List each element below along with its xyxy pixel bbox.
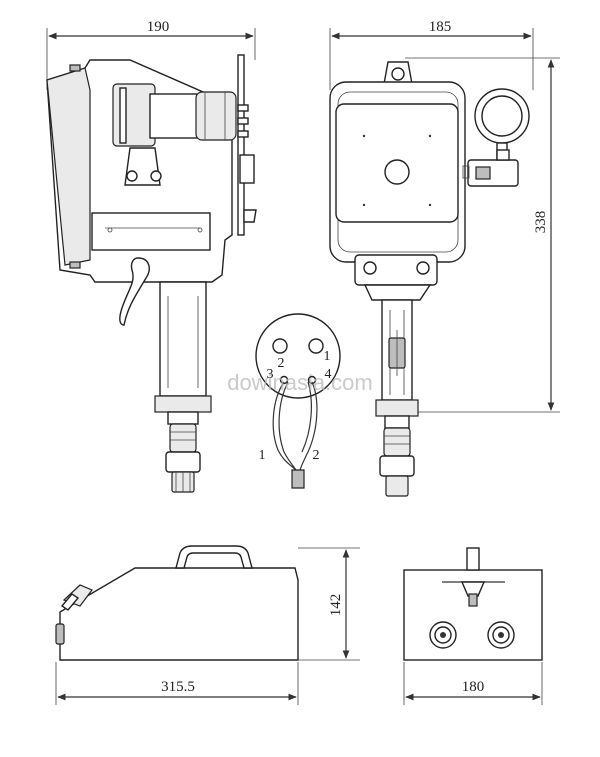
mounting-plate bbox=[237, 54, 245, 236]
pin-label-3: 3 bbox=[267, 367, 274, 382]
dimension-front-height: 338 bbox=[405, 57, 560, 413]
connector-face bbox=[255, 313, 341, 399]
connector-pin-diagram: 2 1 3 4 1 2 bbox=[255, 313, 341, 489]
control-box-body bbox=[59, 567, 299, 661]
cable-connector-side bbox=[165, 423, 201, 493]
carrying-handle bbox=[175, 545, 253, 569]
wire-sleeve bbox=[291, 469, 305, 489]
wire-label-1: 1 bbox=[259, 448, 266, 463]
pin-label-4: 4 bbox=[325, 367, 332, 382]
watermark: dowinasia.com bbox=[227, 370, 373, 395]
wire-right bbox=[299, 381, 318, 471]
dimension-box-width: 180 bbox=[403, 662, 543, 705]
dimension-front-width-label: 185 bbox=[429, 19, 452, 35]
cable-connector-front bbox=[379, 415, 415, 497]
wire-label-2: 2 bbox=[313, 448, 320, 463]
wire-left bbox=[272, 381, 297, 471]
dimension-box-height-label: 142 bbox=[328, 594, 344, 617]
sight-ring bbox=[462, 88, 530, 187]
dimension-box-width-label: 180 bbox=[462, 679, 485, 695]
pin-hole-3 bbox=[279, 375, 289, 385]
side-view: 190 bbox=[46, 19, 257, 493]
dimension-front-height-label: 338 bbox=[533, 211, 549, 234]
bnc-socket-left bbox=[429, 621, 457, 649]
pin-hole-2 bbox=[272, 338, 288, 354]
front-lens bbox=[384, 159, 410, 185]
side-socket bbox=[55, 623, 65, 645]
dimension-box-length-label: 315.5 bbox=[161, 679, 195, 695]
bnc-socket-right bbox=[487, 621, 515, 649]
front-view: 185 338 bbox=[329, 19, 560, 497]
dimension-box-length: 315.5 bbox=[55, 662, 299, 705]
trigger bbox=[119, 257, 150, 326]
dimension-front-width: 185 bbox=[329, 19, 534, 90]
handle-grip bbox=[159, 281, 207, 397]
dimension-box-height: 142 bbox=[298, 547, 360, 661]
control-box-side-view: 142 315.5 bbox=[55, 545, 360, 705]
housing-front-panel bbox=[91, 212, 211, 251]
pin-hole-1 bbox=[308, 338, 324, 354]
control-box-front-view: 180 bbox=[403, 547, 543, 705]
pin-label-2: 2 bbox=[278, 356, 285, 371]
dimension-side-width-label: 190 bbox=[147, 19, 170, 35]
handle-collar bbox=[154, 395, 212, 413]
pin-label-1: 1 bbox=[324, 349, 331, 364]
